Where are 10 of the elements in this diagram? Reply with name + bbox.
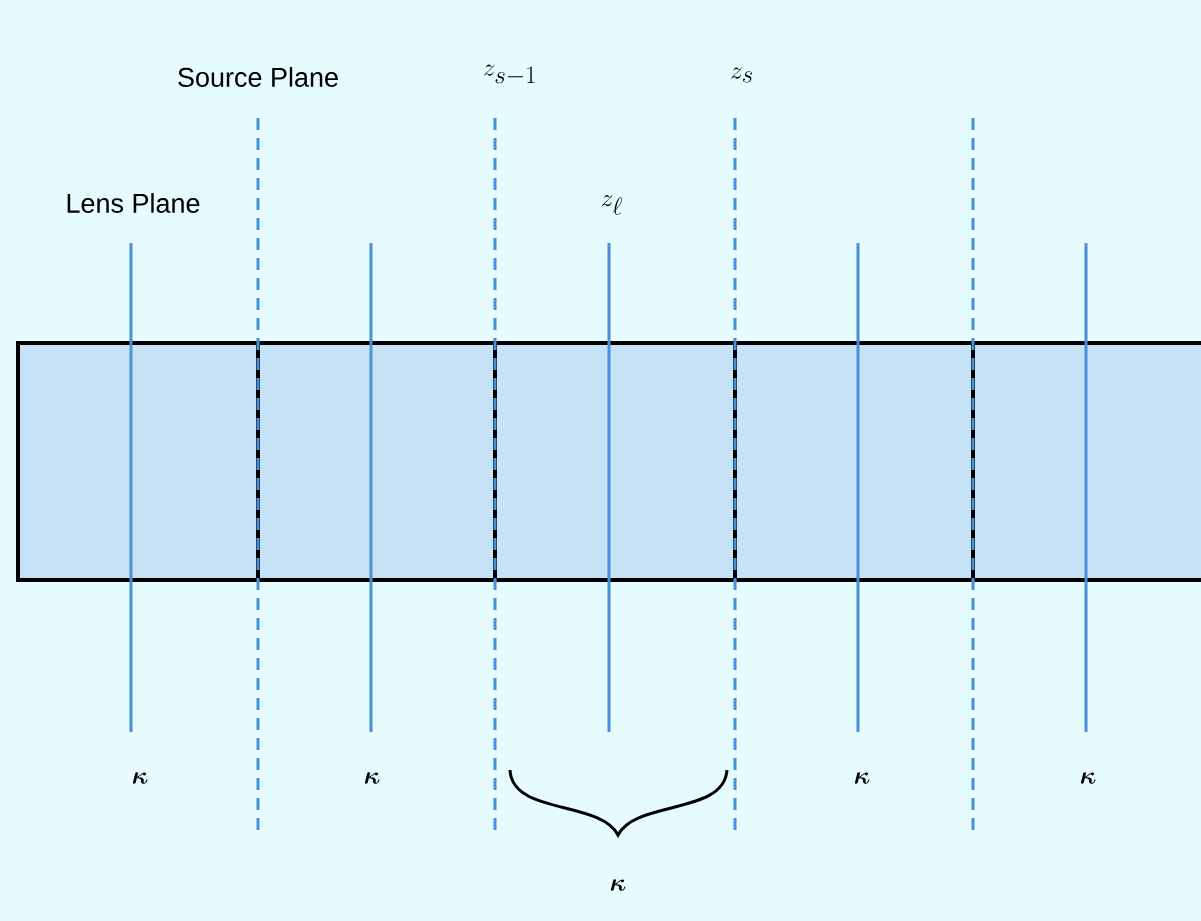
redshift-label: $z_{\ell}$ [602, 195, 623, 215]
kappa-label: $\boldsymbol{\kappa}$ [1080, 772, 1096, 784]
kappa-label: $\boldsymbol{\kappa}$ [132, 772, 148, 784]
kappa-label: $\boldsymbol{\kappa}$ [610, 879, 626, 891]
plane-label: Lens Plane [67, 193, 200, 213]
plane-label: Source Plane [178, 67, 338, 87]
redshift-label: $z_{s}$ [731, 67, 752, 83]
kappa-label: $\boldsymbol{\kappa}$ [854, 772, 870, 784]
kappa-label: $\boldsymbol{\kappa}$ [364, 772, 380, 784]
redshift-label: $z_{s-1}$ [484, 64, 535, 84]
